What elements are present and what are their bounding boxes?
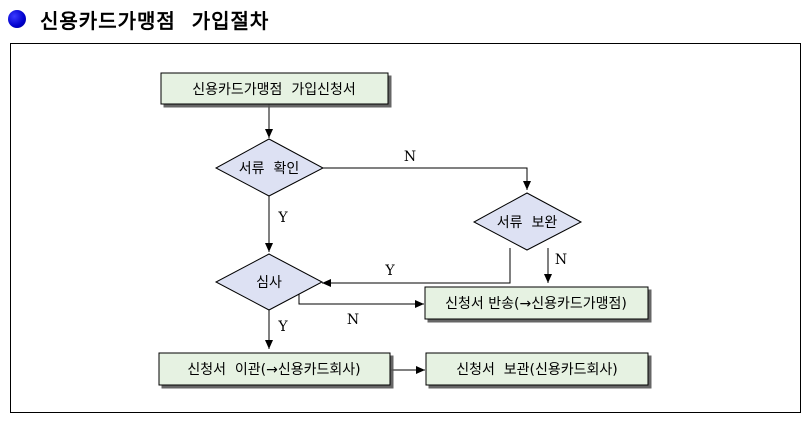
edge-label-check-y: Y (277, 210, 288, 226)
edge-label-review-y: Y (277, 319, 288, 335)
document-supplement-label: 서류 보완 (497, 215, 558, 231)
edge-review-to-return (298, 292, 424, 308)
node-document-check: 서류 확인 (214, 138, 325, 197)
review-diamond (214, 253, 324, 311)
page-title: 신용카드가맹점 가입절차 (40, 8, 270, 33)
bullet-icon (8, 10, 26, 28)
node-return-application: 신청서 반송(→신용카드가맹점) (424, 286, 649, 320)
return-application-box (424, 286, 649, 320)
document-check-label: 서류 확인 (239, 161, 299, 177)
edge-label-supplement-n: N (555, 252, 567, 268)
node-keep-application: 신청서 보관(신용카드회사) (425, 352, 649, 386)
edge-label-review-n: N (347, 312, 359, 328)
return-application-label: 신청서 반송(→신용카드가맹점) (445, 296, 627, 312)
node-transfer-application: 신청서 이관(→신용카드회사) (158, 352, 391, 386)
edge-label-check-n: N (404, 149, 416, 165)
node-review: 심사 (214, 253, 324, 311)
document-check-diamond (214, 138, 325, 197)
diagram-frame (10, 43, 801, 413)
node-document-supplement: 서류 보완 (472, 192, 583, 251)
application-form-box (160, 72, 389, 105)
review-label: 심사 (256, 275, 282, 291)
transfer-application-box (158, 352, 391, 386)
connectors (265, 104, 552, 374)
transfer-application-label: 신청서 이관(→신용카드회사) (187, 362, 360, 378)
edge-label-supplement-y: Y (384, 263, 395, 279)
edge-supplement-to-review (322, 248, 511, 287)
keep-application-label: 신청서 보관(신용카드회사) (456, 362, 618, 378)
page-header: 신용카드가맹점 가입절차 (8, 4, 269, 34)
application-form-label: 신용카드가맹점 가입신청서 (192, 82, 355, 98)
node-application-form: 신용카드가맹점 가입신청서 (160, 72, 389, 105)
document-supplement-diamond (472, 192, 583, 251)
edge-check-to-supplement (323, 167, 531, 190)
keep-application-box (425, 352, 649, 386)
